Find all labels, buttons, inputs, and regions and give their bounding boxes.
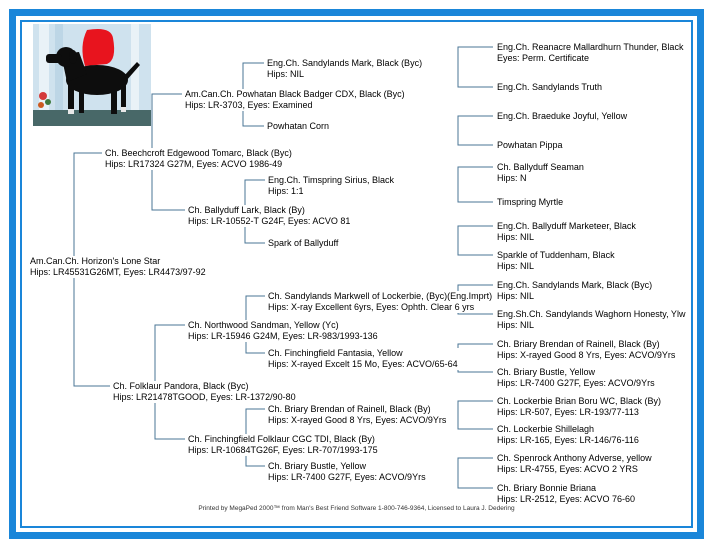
pedigree-node-gen4-1: Eng.Ch. Reanacre Mallardhurn Thunder, Bl… — [497, 42, 686, 64]
dog-info: Hips: LR-10552-T G24F, Eyes: ACVO 81 — [188, 216, 351, 226]
pedigree-node-gen4-10: Eng.Sh.Ch. Sandylands Waghorn Honesty, Y… — [497, 309, 688, 331]
pedigree-node-gen3-8: Ch. Briary Bustle, Yellow Hips: LR-7400 … — [268, 461, 428, 483]
pedigree-node-sire: Ch. Beechcroft Edgewood Tomarc, Black (B… — [105, 148, 294, 170]
dog-info: Hips: NIL — [497, 291, 535, 301]
pedigree-node-gen3-5: Ch. Sandylands Markwell of Lockerbie, (B… — [268, 291, 495, 313]
dog-name: Ch. Finchingfield Folklaur CGC TDI, Blac… — [188, 434, 375, 444]
dog-name: Ch. Finchingfield Fantasia, Yellow — [268, 348, 403, 358]
pedigree-node-gen2-4: Ch. Finchingfield Folklaur CGC TDI, Blac… — [188, 434, 380, 456]
dog-info: Hips: LR45531G26MT, Eyes: LR4473/97-92 — [30, 267, 206, 277]
dog-info: Hips: N — [497, 173, 527, 183]
pedigree-node-dam: Ch. Folklaur Pandora, Black (Byc) Hips: … — [113, 381, 298, 403]
pedigree-node-gen4-16: Ch. Briary Bonnie Briana Hips: LR-2512, … — [497, 483, 638, 505]
dog-name: Ch. Northwood Sandman, Yellow (Yc) — [188, 320, 339, 330]
pedigree-node-gen4-12: Ch. Briary Bustle, Yellow Hips: LR-7400 … — [497, 367, 657, 389]
dog-info: Hips: LR-7400 G27F, Eyes: ACVO/9Yrs — [268, 472, 426, 482]
footer-print-line: Printed by MegaPed 2000™ from Man's Best… — [198, 505, 515, 512]
dog-info: Hips: LR-10684TG26F, Eyes: LR-707/1993-1… — [188, 445, 378, 455]
dog-name: Eng.Ch. Reanacre Mallardhurn Thunder, Bl… — [497, 42, 684, 52]
dog-name: Eng.Ch. Sandylands Truth — [497, 82, 603, 92]
dog-info: Hips: LR17324 G27M, Eyes: ACVO 1986-49 — [105, 159, 283, 169]
red-drape — [82, 29, 115, 66]
pedigree-node-gen3-4: Spark of Ballyduff — [268, 238, 341, 249]
pedigree-node-gen4-4: Powhatan Pippa — [497, 140, 565, 151]
dog-name: Ch. Ballyduff Lark, Black (By) — [188, 205, 305, 215]
pedigree-node-gen4-15: Ch. Spenrock Anthony Adverse, yellow Hip… — [497, 453, 654, 475]
dog-name: Spark of Ballyduff — [268, 238, 339, 248]
dog-info: Hips: LR-3703, Eyes: Examined — [185, 100, 313, 110]
dog-photo-illustration — [33, 24, 151, 126]
dog-info: Hips: LR-7400 G27F, Eyes: ACVO/9Yrs — [497, 378, 655, 388]
dog-name: Ch. Spenrock Anthony Adverse, yellow — [497, 453, 652, 463]
dog-info: Hips: LR-4755, Eyes: ACVO 2 YRS — [497, 464, 638, 474]
dog-name: Ch. Ballyduff Seaman — [497, 162, 584, 172]
dog-info: Hips: X-rayed Good 8 Yrs, Eyes: ACVO/9Yr… — [268, 415, 447, 425]
dog-info: Hips: LR-507, Eyes: LR-193/77-113 — [497, 407, 639, 417]
pedigree-node-gen4-14: Ch. Lockerbie Shillelagh Hips: LR-165, E… — [497, 424, 641, 446]
pedigree-node-gen4-5: Ch. Ballyduff Seaman Hips: N — [497, 162, 586, 184]
dog-name: Timspring Myrtle — [497, 197, 564, 207]
dog-info: Hips: NIL — [497, 320, 535, 330]
pedigree-node-gen4-3: Eng.Ch. Braeduke Joyful, Yellow — [497, 111, 630, 122]
pedigree-node-gen3-1: Eng.Ch. Sandylands Mark, Black (Byc) Hip… — [267, 58, 425, 80]
pedigree-node-gen4-2: Eng.Ch. Sandylands Truth — [497, 82, 605, 93]
dog-name: Ch. Briary Brendan of Rainell, Black (By… — [497, 339, 660, 349]
dog-name: Sparkle of Tuddenham, Black — [497, 250, 615, 260]
dog-info: Hips: LR-15946 G24M, Eyes: LR-983/1993-1… — [188, 331, 378, 341]
dog-name: Eng.Ch. Timspring Sirius, Black — [268, 175, 395, 185]
dog-name: Ch. Beechcroft Edgewood Tomarc, Black (B… — [105, 148, 292, 158]
dog-name: Ch. Briary Brendan of Rainell, Black (By… — [268, 404, 431, 414]
dog-name: Eng.Ch. Sandylands Mark, Black (Byc) — [267, 58, 423, 68]
dog-name: Ch. Briary Bonnie Briana — [497, 483, 597, 493]
dog-info: Hips: X-rayed Good 8 Yrs, Eyes: ACVO/9Yr… — [497, 350, 676, 360]
pedigree-node-gen2-1: Am.Can.Ch. Powhatan Black Badger CDX, Bl… — [185, 89, 407, 111]
dog-info: Hips: 1:1 — [268, 186, 304, 196]
pedigree-node-gen4-6: Timspring Myrtle — [497, 197, 566, 208]
dog-info: Hips: LR-165, Eyes: LR-146/76-116 — [497, 435, 639, 445]
pedigree-node-gen3-2: Powhatan Corn — [267, 121, 332, 132]
pedigree-node-gen4-13: Ch. Lockerbie Brian Boru WC, Black (By) … — [497, 396, 664, 418]
pedigree-node-gen4-11: Ch. Briary Brendan of Rainell, Black (By… — [497, 339, 678, 361]
dog-info: Hips: NIL — [267, 69, 305, 79]
dog-photo — [33, 24, 151, 126]
dog-name: Powhatan Pippa — [497, 140, 563, 150]
dog-name: Ch. Briary Bustle, Yellow — [497, 367, 596, 377]
dog-name: Am.Can.Ch. Powhatan Black Badger CDX, Bl… — [185, 89, 405, 99]
pedigree-node-subject: Am.Can.Ch. Horizon's Lone Star Hips: LR4… — [30, 256, 208, 278]
dog-name: Ch. Folklaur Pandora, Black (Byc) — [113, 381, 249, 391]
dog-name: Am.Can.Ch. Horizon's Lone Star — [30, 256, 161, 266]
dog-name: Powhatan Corn — [267, 121, 330, 131]
pedigree-node-gen2-2: Ch. Ballyduff Lark, Black (By) Hips: LR-… — [188, 205, 353, 227]
dog-name: Eng.Sh.Ch. Sandylands Waghorn Honesty, Y… — [497, 309, 686, 319]
pedigree-node-gen2-3: Ch. Northwood Sandman, Yellow (Yc) Hips:… — [188, 320, 380, 342]
pedigree-node-gen4-7: Eng.Ch. Ballyduff Marketeer, Black Hips:… — [497, 221, 638, 243]
dog-name: Eng.Ch. Ballyduff Marketeer, Black — [497, 221, 636, 231]
pedigree-node-gen3-6: Ch. Finchingfield Fantasia, Yellow Hips:… — [268, 348, 460, 370]
dog-silhouette — [46, 47, 140, 114]
pedigree-node-gen4-9: Eng.Ch. Sandylands Mark, Black (Byc) Hip… — [497, 280, 655, 302]
dog-name: Eng.Ch. Sandylands Mark, Black (Byc) — [497, 280, 653, 290]
dog-name: Eng.Ch. Braeduke Joyful, Yellow — [497, 111, 628, 121]
pedigree-node-gen4-8: Sparkle of Tuddenham, Black Hips: NIL — [497, 250, 617, 272]
dog-name: Ch. Sandylands Markwell of Lockerbie, (B… — [268, 291, 493, 301]
dog-info: Eyes: Perm. Certificate — [497, 53, 590, 63]
dog-info: Hips: LR-2512, Eyes: ACVO 76-60 — [497, 494, 636, 504]
pedigree-node-gen3-3: Eng.Ch. Timspring Sirius, Black Hips: 1:… — [268, 175, 397, 197]
dog-name: Ch. Lockerbie Brian Boru WC, Black (By) — [497, 396, 662, 406]
dog-info: Hips: NIL — [497, 232, 535, 242]
pedigree-node-gen3-7: Ch. Briary Brendan of Rainell, Black (By… — [268, 404, 449, 426]
dog-name: Ch. Lockerbie Shillelagh — [497, 424, 595, 434]
dog-info: Hips: NIL — [497, 261, 535, 271]
dog-info: Hips: LR21478TGOOD, Eyes: LR-1372/90-80 — [113, 392, 296, 402]
dog-name: Ch. Briary Bustle, Yellow — [268, 461, 367, 471]
dog-info: Hips: X-rayed Excelt 15 Mo, Eyes: ACVO/6… — [268, 359, 458, 369]
dog-info: Hips: X-ray Excellent 6yrs, Eyes: Ophth.… — [268, 302, 475, 312]
